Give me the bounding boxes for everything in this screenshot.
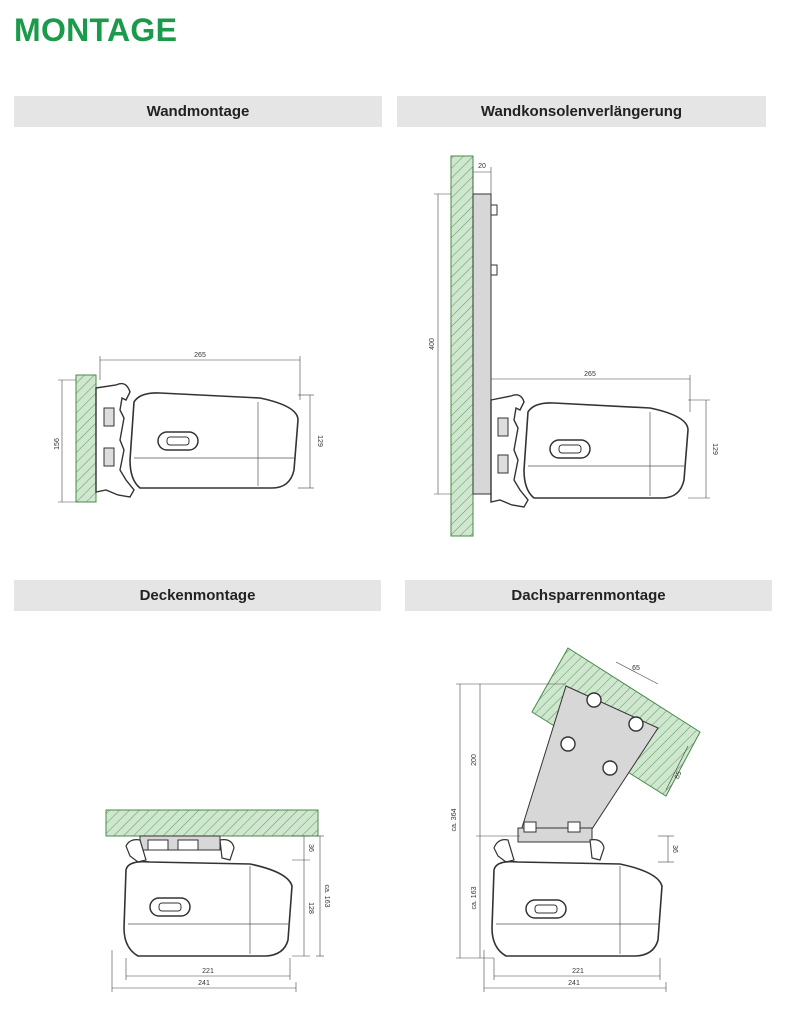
screw-hole <box>586 692 602 708</box>
ceiling-mount-drawing: 36 128 ca. 163 221 241 <box>105 809 330 992</box>
dim-hole-v: 65 <box>674 770 684 780</box>
bolt <box>490 264 498 276</box>
bolt-upper <box>103 407 115 427</box>
section-header-wall: Wandmontage <box>14 96 382 127</box>
dim-width: 265 <box>584 371 596 378</box>
dim-hole-h: 65 <box>632 665 640 672</box>
dim-total-h: ca. 364 <box>451 808 458 831</box>
cassette-box <box>523 402 689 499</box>
wall-mount-drawing: 265 156 129 <box>54 352 323 503</box>
bolt-lower <box>103 447 115 467</box>
screw-hole <box>602 760 618 776</box>
bracket <box>95 382 135 498</box>
cassette-box <box>491 860 663 957</box>
dim-box-h: ca. 163 <box>471 886 478 909</box>
dim-width-inner: 221 <box>202 968 214 975</box>
dim-plate-h: 200 <box>471 754 478 766</box>
dim-height-box: 129 <box>711 443 718 455</box>
bracket-extension-drawing: 20 400 265 129 <box>429 155 718 537</box>
dim-height-total: 156 <box>54 438 61 450</box>
dim-mount: 36 <box>307 844 314 852</box>
dim-height-total: ca. 163 <box>323 885 330 908</box>
rafter-mount-drawing: 65 65 36 200 ca. 364 ca. 163 221 241 <box>451 647 701 992</box>
dim-width-outer: 241 <box>198 980 210 987</box>
page-title: MONTAGE <box>14 12 178 48</box>
dim-width-inner: 221 <box>572 968 584 975</box>
section-header-rafter: Dachsparrenmontage <box>405 580 772 611</box>
dim-height-box: 128 <box>307 902 314 914</box>
dim-width-outer: 241 <box>568 980 580 987</box>
section-header-ceiling: Deckenmontage <box>14 580 381 611</box>
section-header-bracket: Wandkonsolenverlängerung <box>397 96 766 127</box>
extension-plate <box>472 193 492 495</box>
bolt <box>490 204 498 216</box>
ceiling-hatch <box>105 809 319 837</box>
cassette-box <box>123 860 293 957</box>
wall-hatch <box>75 374 97 503</box>
screw-hole <box>560 736 576 752</box>
dim-mount: 36 <box>671 845 678 853</box>
dim-height-box: 129 <box>316 435 323 447</box>
dim-offset: 20 <box>478 163 486 170</box>
screw-hole <box>628 716 644 732</box>
dim-bracket-height: 400 <box>429 338 436 350</box>
bracket <box>490 394 529 508</box>
wall-hatch <box>450 155 474 537</box>
dim-width: 265 <box>194 352 206 359</box>
cassette-box <box>129 392 299 489</box>
